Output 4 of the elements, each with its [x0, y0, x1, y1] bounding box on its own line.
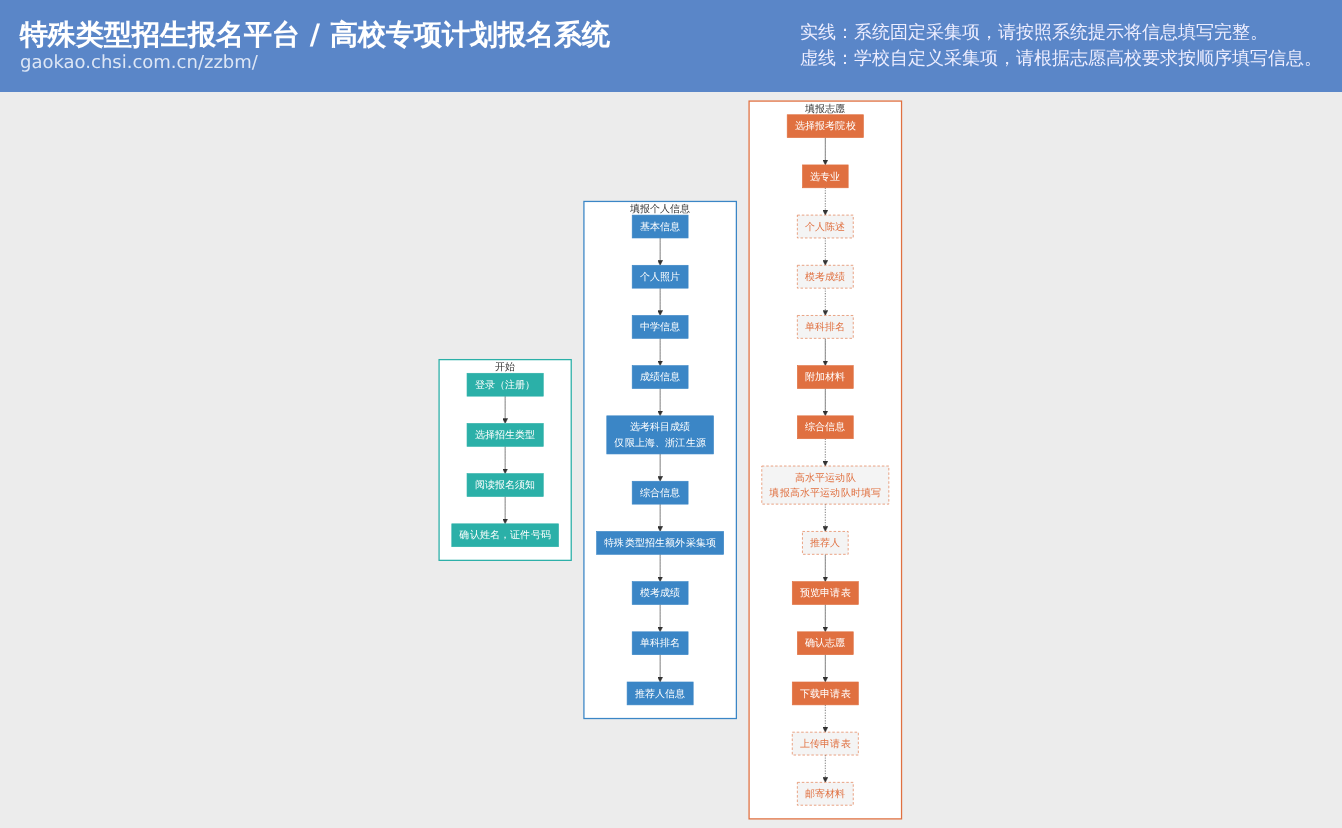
note-text: 实线：系统固定采集项，请按照系统提示将信息填写完整。: [800, 21, 1270, 46]
note-text: 虚线：学校自定义采集项，请根据志愿高校要求按顺序填写信息。: [800, 47, 1322, 72]
title: 特殊类型招生报名平台 / 高校专项计划报名系统: [20, 18, 610, 54]
url-text: gaokao.chsi.com.cn/zzbm/: [20, 54, 260, 74]
